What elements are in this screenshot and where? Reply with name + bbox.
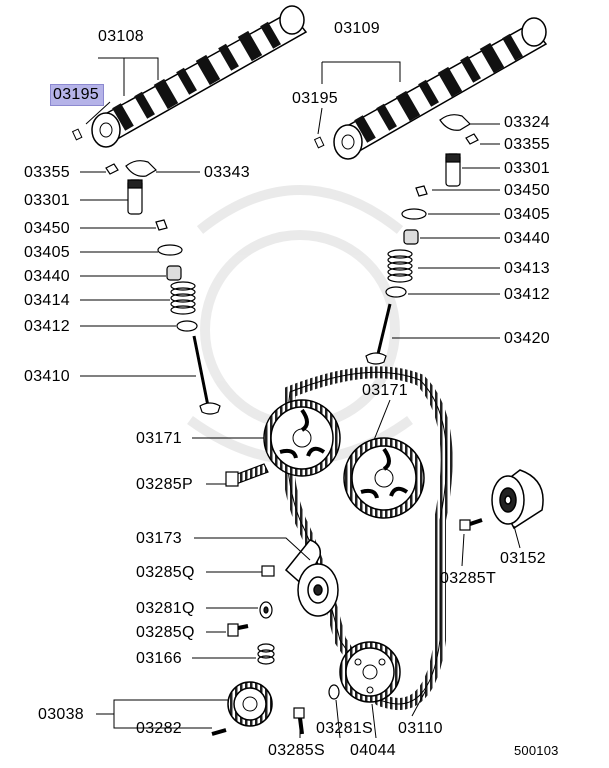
crankshaft-sprocket — [339, 641, 401, 703]
callout-03285Q-b[interactable]: 03285Q — [136, 624, 195, 641]
callout-03440-right[interactable]: 03440 — [504, 230, 550, 247]
tensioner-assembly — [284, 539, 339, 617]
callout-03301-right[interactable]: 03301 — [504, 160, 550, 177]
callout-03440-left[interactable]: 03440 — [24, 268, 70, 285]
callout-03412-left[interactable]: 03412 — [24, 318, 70, 335]
callout-03110[interactable]: 03110 — [398, 720, 443, 737]
callout-03171-left[interactable]: 03171 — [136, 430, 182, 447]
callout-03410[interactable]: 03410 — [24, 368, 70, 385]
leader-lines — [80, 57, 521, 739]
callout-03450-left[interactable]: 03450 — [24, 220, 70, 237]
callout-03285P[interactable]: 03285P — [136, 476, 193, 493]
figure-number: 500103 — [514, 743, 559, 758]
callout-03281Q[interactable]: 03281Q — [136, 600, 195, 617]
callout-03195-right[interactable]: 03195 — [292, 90, 338, 107]
callout-03420[interactable]: 03420 — [504, 330, 550, 347]
callout-03413[interactable]: 03413 — [504, 260, 550, 277]
callout-03281S[interactable]: 03281S — [316, 720, 373, 737]
callout-04044[interactable]: 04044 — [350, 742, 396, 759]
valve-train-left — [105, 160, 221, 415]
callout-03324[interactable]: 03324 — [504, 114, 550, 131]
callout-03285S[interactable]: 03285S — [268, 742, 325, 759]
callout-03109[interactable]: 03109 — [334, 20, 380, 37]
callout-03038[interactable]: 03038 — [38, 706, 84, 723]
callout-03412-right[interactable]: 03412 — [504, 286, 550, 303]
callout-03282[interactable]: 03282 — [136, 720, 182, 737]
callout-03152[interactable]: 03152 — [500, 550, 546, 567]
crankshaft-timing-gear — [227, 681, 273, 727]
callout-03108[interactable]: 03108 — [98, 28, 144, 45]
callout-03405-left[interactable]: 03405 — [24, 244, 70, 261]
callout-03355-right[interactable]: 03355 — [504, 136, 550, 153]
callout-03173[interactable]: 03173 — [136, 530, 182, 547]
callout-03166[interactable]: 03166 — [136, 650, 182, 667]
idler-pulley — [491, 469, 544, 530]
callout-03285T[interactable]: 03285T — [440, 570, 497, 587]
camshaft-sprocket-right — [343, 437, 425, 519]
valve-train-right — [365, 114, 479, 365]
callout-03301-left[interactable]: 03301 — [24, 192, 70, 209]
callout-03414[interactable]: 03414 — [24, 292, 70, 309]
callout-03405-right[interactable]: 03405 — [504, 206, 550, 223]
callout-03195-highlighted[interactable]: 03195 — [50, 84, 104, 106]
callout-03355-left[interactable]: 03355 — [24, 164, 70, 181]
callout-03450-right[interactable]: 03450 — [504, 182, 550, 199]
callout-03171-upper[interactable]: 03171 — [362, 382, 408, 399]
fasteners — [211, 463, 483, 736]
camshaft-sprocket-left — [263, 399, 341, 477]
camshaft-left — [71, 5, 308, 148]
callout-03285Q-a[interactable]: 03285Q — [136, 564, 195, 581]
camshaft-right — [313, 17, 548, 160]
callout-03343[interactable]: 03343 — [204, 164, 250, 181]
timing-belt — [280, 366, 453, 710]
